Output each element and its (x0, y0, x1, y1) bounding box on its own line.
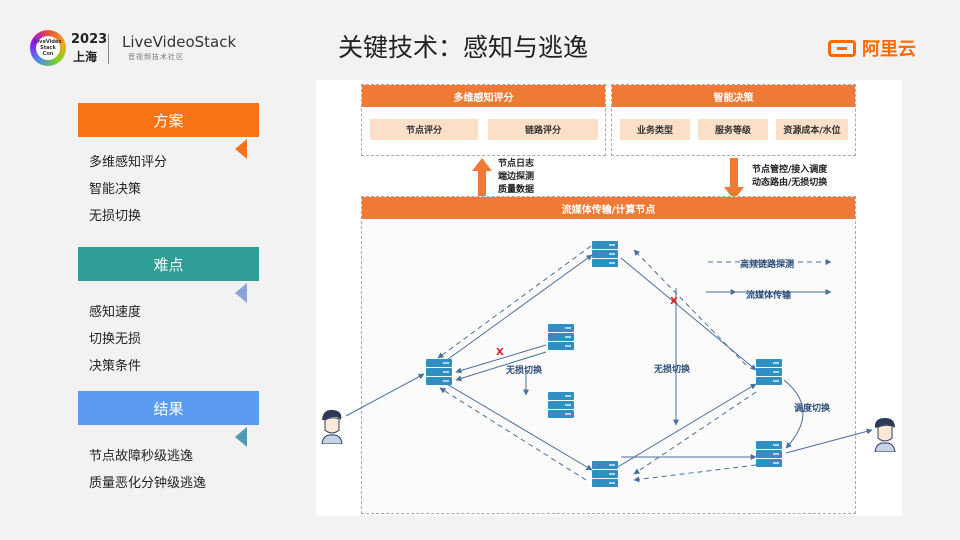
server-node (592, 241, 618, 268)
arrow-up-icon (472, 158, 492, 200)
aliyun-logo-text: 阿里云 (862, 39, 916, 60)
network-title: 流媒体传输/计算节点 (362, 197, 855, 219)
aliyun-bracket-icon (828, 40, 856, 57)
chip-node-score: 节点评分 (370, 119, 478, 140)
network-links (345, 245, 873, 483)
failure-x-icon: X (670, 296, 678, 307)
server-node (548, 324, 574, 351)
legend-probe-label: 高频链路探测 (740, 260, 795, 270)
control-label: 节点管控/接入调度 动态路由/无损切换 (752, 165, 828, 188)
section-difficulty-label: 难点 (153, 255, 184, 274)
server-node (756, 359, 782, 386)
legend-stream-label: 流媒体传输 (746, 291, 792, 301)
stream-link (439, 254, 593, 366)
perception-box: 多维感知评分 节点评分 链路评分 (361, 84, 606, 156)
architecture-diagram: 多维感知评分 节点评分 链路评分 智能决策 业务类型 服务等级 资源成本/水位 … (316, 80, 902, 516)
section-difficulty: 难点 (78, 247, 259, 303)
conference-year: 2023 (71, 32, 108, 47)
user-avatar-icon (874, 418, 896, 452)
conference-logo: LiveVideo Stack Con (30, 30, 66, 66)
aliyun-logo: 阿里云 (828, 35, 916, 61)
page-title: 关键技术：感知与逃逸 (338, 33, 589, 62)
list-item: 智能决策 (89, 182, 142, 197)
chip-link-score: 链路评分 (488, 119, 598, 140)
failure-x-icon: X (496, 347, 504, 358)
tab-arrow-icon (235, 283, 247, 303)
conference-logo-text: LiveVideo Stack Con (34, 36, 62, 60)
list-item: 节点故障秒级逃逸 (89, 449, 194, 464)
chip-service-level: 服务等级 (698, 119, 768, 140)
switch-right-label: 调度切换 (794, 404, 831, 414)
server-node (592, 461, 618, 488)
server-node (756, 441, 782, 468)
list-item: 质量恶化分钟级逃逸 (89, 476, 207, 491)
list-item: 无损切换 (89, 209, 142, 224)
list-item: 切换无损 (89, 332, 142, 347)
conference-city: 上海 (73, 50, 98, 64)
upload-data-label: 节点日志 端边探测 质量数据 (498, 159, 535, 195)
brand-logo: LiveVideoStack (122, 33, 237, 51)
list-item: 多维感知评分 (89, 155, 168, 170)
stream-link (345, 373, 425, 417)
tab-arrow-icon (235, 139, 247, 159)
server-node (548, 392, 574, 419)
section-result-label: 结果 (153, 399, 184, 418)
header-divider (108, 34, 109, 64)
list-item: 感知速度 (89, 305, 142, 320)
tab-arrow-icon (235, 427, 247, 447)
arrow-down-icon (724, 158, 744, 200)
decision-box: 智能决策 业务类型 服务等级 资源成本/水位 (611, 84, 856, 156)
section-solution: 方案 (78, 103, 259, 159)
list-item: 决策条件 (89, 359, 142, 374)
user-avatar-icon (321, 409, 343, 444)
server-node (426, 359, 452, 386)
perception-title: 多维感知评分 (362, 85, 605, 107)
switch-mid-label: 无损切换 (654, 365, 691, 375)
brand-subtitle: 音视频技术社区 (128, 53, 184, 61)
decision-title: 智能决策 (612, 85, 855, 107)
chip-resource-cost: 资源成本/水位 (776, 119, 848, 140)
section-result: 结果 (78, 391, 259, 447)
section-solution-label: 方案 (153, 111, 184, 130)
switch-left-label: 无损切换 (506, 366, 543, 376)
chip-business-type: 业务类型 (620, 119, 690, 140)
